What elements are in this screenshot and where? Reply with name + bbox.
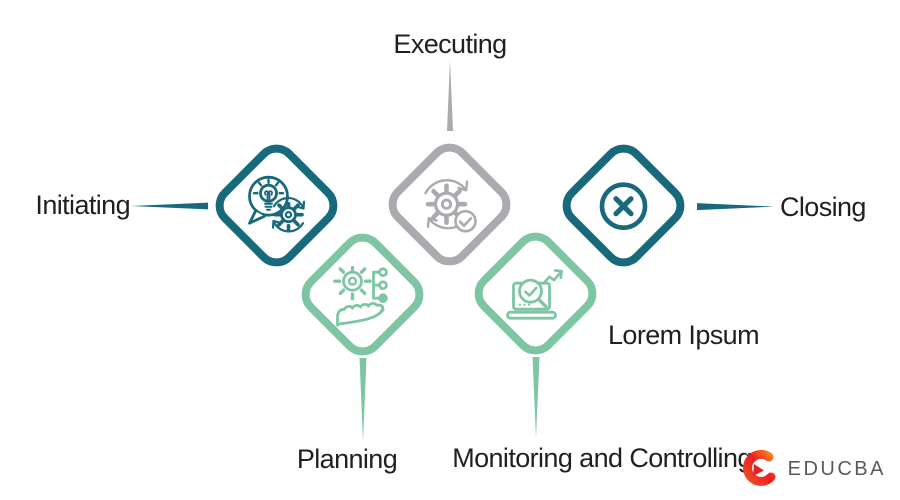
label-executing: Executing [393, 29, 507, 59]
label-planning: Planning [296, 444, 398, 474]
label-lorem-ipsum: Lorem Ipsum [608, 320, 760, 350]
label-initiating: Initiating [35, 190, 130, 220]
diamond-initiating [206, 135, 347, 276]
label-monitoring: Monitoring and Controlling [452, 443, 752, 473]
connector-monitoring [532, 357, 540, 438]
connector-initiating [131, 202, 208, 210]
connector-executing [447, 60, 453, 131]
laptop-magnifier-trend-icon [500, 258, 572, 330]
connector-planning [359, 358, 367, 442]
diamond-closing [553, 135, 694, 276]
diamond-executing [379, 134, 520, 275]
educba-swirl-icon [742, 449, 776, 486]
diamond-planning [292, 224, 433, 365]
hand-gear-network-icon [327, 259, 399, 331]
idea-speech-bubble-gear-icon [241, 170, 313, 242]
close-circle-icon [588, 170, 660, 242]
gear-sync-check-icon [414, 169, 486, 241]
educba-logo: EDUCBA [736, 446, 886, 492]
label-closing: Closing [780, 192, 866, 222]
educba-logo-text: EDUCBA [787, 457, 886, 480]
diamond-monitoring [465, 223, 606, 364]
connector-closing [697, 203, 774, 211]
